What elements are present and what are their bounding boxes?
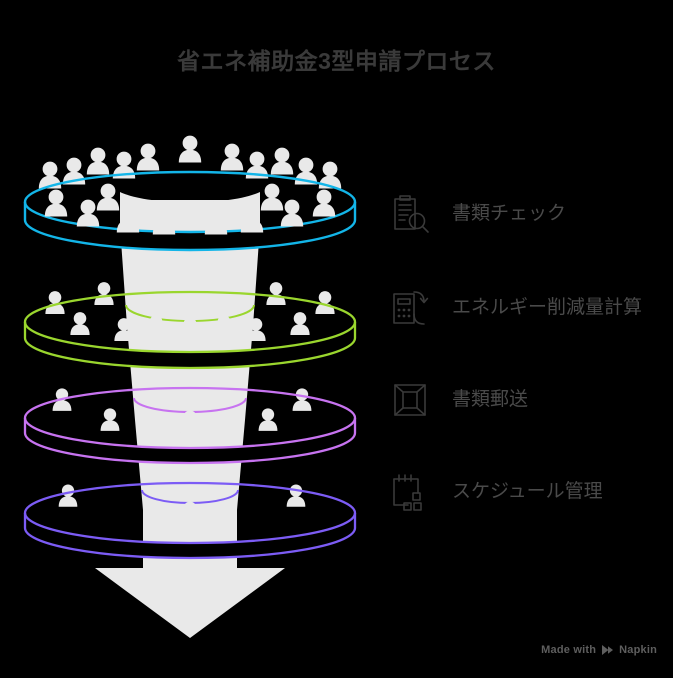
calculator-refresh-icon <box>384 281 438 335</box>
step-item-4[interactable]: スケジュール管理 <box>382 460 673 524</box>
page-title: 省エネ補助金3型申請プロセス <box>177 48 496 74</box>
step-item-1[interactable]: 書類チェック <box>382 182 673 246</box>
person-icon <box>290 312 310 335</box>
person-icon <box>94 282 114 305</box>
step-item-3[interactable]: 書類郵送 <box>382 368 673 432</box>
step-label: スケジュール管理 <box>452 481 603 502</box>
person-icon <box>260 183 284 211</box>
person-icon <box>136 143 160 171</box>
napkin-logo-icon <box>602 645 614 655</box>
funnel-arrow <box>95 548 285 638</box>
clipboard-search-icon <box>384 187 438 241</box>
watermark-text: Made with <box>541 644 597 656</box>
person-icon <box>286 484 306 507</box>
person-icon <box>100 408 120 431</box>
watermark-brand: Napkin <box>619 644 657 656</box>
envelope-icon <box>384 373 438 427</box>
person-icon <box>312 189 336 217</box>
funnel-layer-2 <box>23 282 357 370</box>
step-label: エネルギー削減量計算 <box>452 297 643 318</box>
calendar-blocks-icon <box>384 465 438 519</box>
step-label: 書類チェック <box>452 203 567 224</box>
funnel-layer-1 <box>23 135 357 252</box>
steps-list: 書類チェック エネルギー削減量計算 <box>382 130 673 550</box>
person-icon <box>44 189 68 217</box>
funnel-svg <box>23 135 357 638</box>
person-icon <box>292 388 312 411</box>
person-icon <box>178 135 202 163</box>
person-icon <box>76 199 100 227</box>
person-icon <box>258 408 278 431</box>
funnel-layer-3 <box>23 386 357 465</box>
person-icon <box>58 484 78 507</box>
funnel-diagram <box>0 130 380 640</box>
watermark: Made with Napkin <box>541 644 657 656</box>
funnel-layer-4 <box>23 481 357 560</box>
person-icon <box>266 282 286 305</box>
person-icon <box>86 147 110 175</box>
person-icon <box>70 312 90 335</box>
step-label: 書類郵送 <box>452 389 529 410</box>
step-item-2[interactable]: エネルギー削減量計算 <box>382 276 673 340</box>
person-icon <box>280 199 304 227</box>
person-icon <box>270 147 294 175</box>
person-icon <box>96 183 120 211</box>
person-icon <box>220 143 244 171</box>
